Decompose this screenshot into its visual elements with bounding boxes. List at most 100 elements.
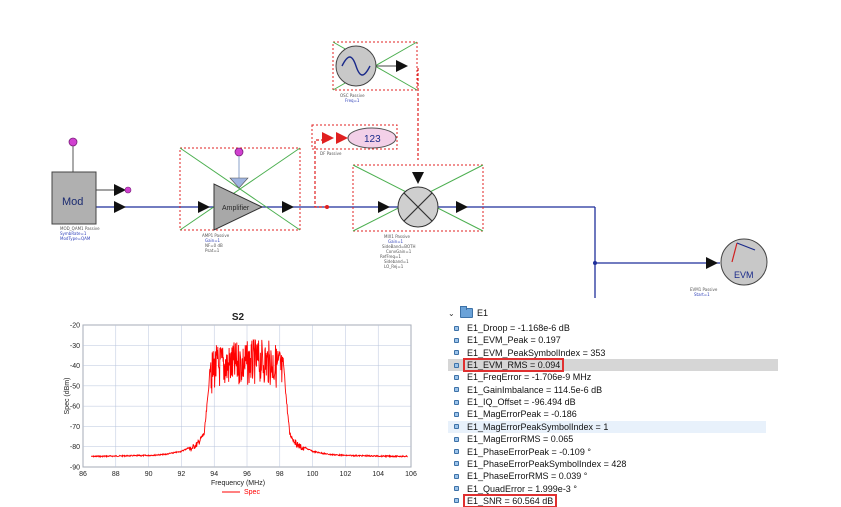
mixer-block[interactable]: MIX1 Passive Gain=1 SideBand=BOTH ConvGa… xyxy=(352,164,484,269)
x-tick-label: 96 xyxy=(243,471,251,478)
tree-item-label: E1_EVM_PeakSymbolIndex = 353 xyxy=(467,347,606,358)
variable-icon xyxy=(454,337,459,343)
svg-text:ModType=QAM: ModType=QAM xyxy=(60,236,91,241)
x-tick-label: 102 xyxy=(340,471,352,478)
schematic-canvas[interactable]: Mod MOD_QAM1 Passive SymbRate=1 ModType=… xyxy=(0,0,841,305)
y-axis-title: Spec (dBm) xyxy=(64,378,71,415)
tree-item[interactable]: E1_MagErrorPeak = -0.186 xyxy=(448,408,778,420)
svg-text:MOD_QAM1 Passive: MOD_QAM1 Passive xyxy=(60,226,100,231)
variable-icon xyxy=(454,399,459,405)
pin-icon xyxy=(124,186,132,194)
variable-icon xyxy=(454,362,459,368)
y-tick-label: -30 xyxy=(70,343,80,350)
variable-icon xyxy=(454,498,459,504)
pin-icon xyxy=(68,137,78,147)
tree-item-label: E1_EVM_Peak = 0.197 xyxy=(467,335,561,346)
variable-icon xyxy=(454,449,459,454)
tree-root-label: E1 xyxy=(477,308,489,318)
amplifier-block[interactable]: Amplifier AMP1 Passive Gain=1 NF=0 dB Ps… xyxy=(179,147,301,253)
x-tick-label: 90 xyxy=(145,471,153,478)
mod-source-block[interactable]: Mod MOD_QAM1 Passive SymbRate=1 ModType=… xyxy=(51,137,132,241)
svg-text:Gain=1: Gain=1 xyxy=(388,239,404,244)
tree-item-label: E1_SNR = 60.564 dB xyxy=(462,493,558,507)
tree-item[interactable]: E1_QuadError = 1.999e-3 ° xyxy=(448,483,778,495)
tree-item-label: E1_FreqError = -1.706e-9 MHz xyxy=(467,372,592,383)
x-tick-label: 92 xyxy=(178,471,186,478)
tree-item[interactable]: E1_EVM_Peak = 0.197 xyxy=(448,334,778,346)
svg-text:DF Passive: DF Passive xyxy=(320,151,342,156)
results-tree[interactable]: ⌄ E1 E1_Droop = -1.168e-6 dB E1_EVM_Peak … xyxy=(448,306,778,507)
tree-item-label: E1_PhaseErrorPeak = -0.109 ° xyxy=(467,446,591,457)
x-tick-label: 88 xyxy=(112,471,120,478)
svg-text:SideBand=BOTH: SideBand=BOTH xyxy=(382,244,416,249)
counter-block[interactable]: 123 DF Passive xyxy=(311,124,398,156)
amplifier-label: Amplifier xyxy=(222,205,250,212)
tree-item-label: E1_EVM_RMS = 0.094 xyxy=(462,358,565,373)
tree-item[interactable]: E1_IQ_Offset = -96.494 dB xyxy=(448,396,778,408)
counter-label: 123 xyxy=(364,134,381,145)
x-tick-label: 98 xyxy=(276,471,284,478)
x-tick-label: 86 xyxy=(79,471,87,478)
tree-item-label: E1_MagErrorPeakSymbolIndex = 1 xyxy=(467,421,609,432)
evm-block[interactable]: EVM EVM1 Passive Start=1 xyxy=(690,238,768,297)
tree-item-label: E1_QuadError = 1.999e-3 ° xyxy=(467,483,577,494)
legend-label: Spec xyxy=(244,489,260,496)
tree-item[interactable]: E1_FreqError = -1.706e-9 MHz xyxy=(448,371,778,383)
x-tick-label: 100 xyxy=(307,471,319,478)
tree-item[interactable]: E1_MagErrorRMS = 0.065 xyxy=(448,433,778,445)
y-tick-label: -20 xyxy=(70,323,80,330)
tree-item-label: E1_MagErrorPeak = -0.186 xyxy=(467,409,577,420)
x-axis-ticks: 86 88 90 92 94 96 98 100 102 104 106 xyxy=(79,471,417,478)
chevron-down-icon[interactable]: ⌄ xyxy=(448,308,455,318)
tree-root-e1[interactable]: ⌄ E1 xyxy=(448,306,488,320)
tree-item-label: E1_IQ_Offset = -96.494 dB xyxy=(467,397,576,408)
tree-item-label: E1_Droop = -1.168e-6 dB xyxy=(467,323,570,333)
svg-text:RefFreq=1: RefFreq=1 xyxy=(380,254,401,259)
x-axis-title: Frequency (MHz) xyxy=(211,480,265,487)
plot-title: S2 xyxy=(232,312,245,323)
svg-text:SymbRate=1: SymbRate=1 xyxy=(60,231,87,236)
svg-text:Sideband=1: Sideband=1 xyxy=(384,259,409,264)
svg-text:LO_Rej=1: LO_Rej=1 xyxy=(384,264,404,269)
variable-icon xyxy=(454,374,459,380)
tree-item[interactable]: E1_GainImbalance = 114.5e-6 dB xyxy=(448,384,778,396)
variable-icon xyxy=(454,436,459,442)
tree-item-label: E1_PhaseErrorPeakSymbolIndex = 428 xyxy=(467,458,627,469)
tree-item[interactable]: E1_PhaseErrorPeak = -0.109 ° xyxy=(448,446,778,458)
spec-trace xyxy=(91,338,408,459)
x-tick-label: 104 xyxy=(372,471,384,478)
y-tick-label: -70 xyxy=(70,424,80,431)
variable-icon xyxy=(454,424,459,430)
svg-text:EVM1 Passive: EVM1 Passive xyxy=(690,287,718,292)
svg-text:MIX1 Passive: MIX1 Passive xyxy=(384,234,411,239)
evm-label: EVM xyxy=(734,270,754,280)
tree-item[interactable]: E1_PhaseErrorRMS = 0.039 ° xyxy=(448,470,778,482)
svg-text:AMP1 Passive: AMP1 Passive xyxy=(202,233,230,238)
variable-icon xyxy=(454,325,459,331)
svg-text:ConvGain=1: ConvGain=1 xyxy=(386,249,412,254)
y-tick-label: -90 xyxy=(70,465,80,472)
svg-text:Gain=1: Gain=1 xyxy=(205,238,221,243)
tree-item[interactable]: E1_EVM_PeakSymbolIndex = 353 xyxy=(448,347,778,359)
x-tick-label: 106 xyxy=(405,471,417,478)
x-tick-label: 94 xyxy=(210,471,218,478)
tree-item-label: E1_MagErrorRMS = 0.065 xyxy=(467,434,574,445)
folder-icon xyxy=(460,306,473,318)
y-tick-label: -80 xyxy=(70,444,80,451)
tree-item[interactable]: E1_SNR = 60.564 dB xyxy=(448,493,778,507)
oscillator-block[interactable]: OSC Passive Freq=1 xyxy=(332,41,418,103)
variable-icon xyxy=(454,461,459,467)
tree-item[interactable]: E1_EVM_RMS = 0.094 xyxy=(448,358,778,373)
tree-item[interactable]: E1_PhaseErrorPeakSymbolIndex = 428 xyxy=(448,458,778,470)
variable-icon xyxy=(454,387,459,393)
svg-text:Start=1: Start=1 xyxy=(694,292,710,297)
tree-item[interactable]: E1_Droop = -1.168e-6 dB xyxy=(448,322,778,334)
tree-item[interactable]: E1_MagErrorPeakSymbolIndex = 1 xyxy=(448,420,766,433)
variable-icon xyxy=(454,473,459,479)
svg-text:Psat=1: Psat=1 xyxy=(205,248,220,253)
variable-icon xyxy=(454,350,459,356)
y-axis-ticks: -20-30-40-50-60-70-80-90 xyxy=(70,323,80,472)
svg-text:Freq=1: Freq=1 xyxy=(345,98,360,103)
variable-icon xyxy=(454,411,459,417)
